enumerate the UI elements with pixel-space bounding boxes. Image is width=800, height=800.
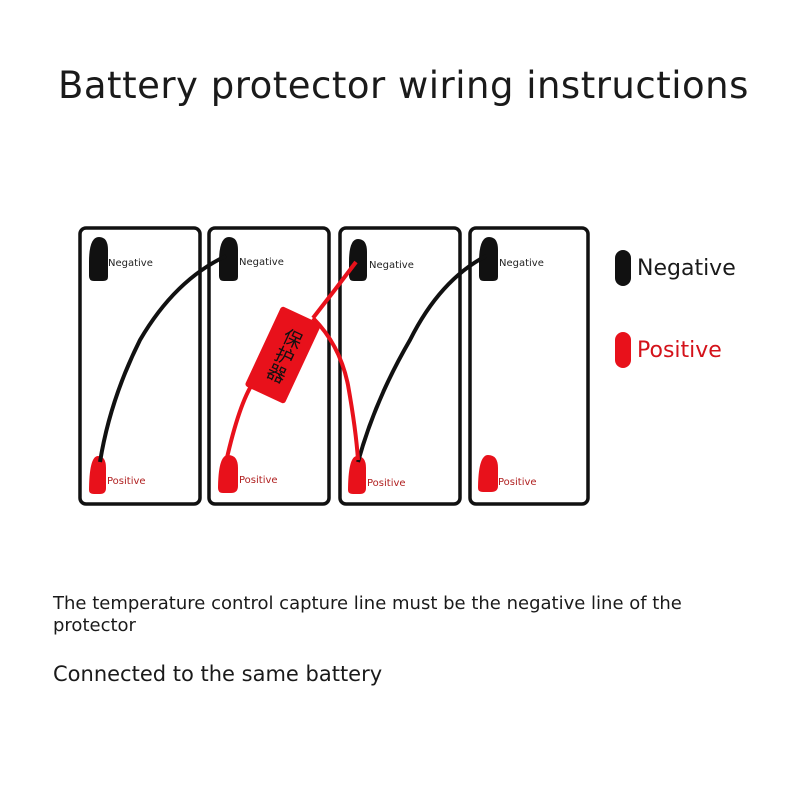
page-title: Battery protector wiring instructions xyxy=(58,64,749,107)
battery-3-negative-label: Negative xyxy=(369,260,414,271)
wire-negative-4-to-positive-3 xyxy=(356,254,487,463)
wire-protector-to-negative-3 xyxy=(311,260,358,320)
battery-3 xyxy=(338,226,462,506)
note-same-battery: Connected to the same battery xyxy=(53,662,383,686)
battery-1-positive-terminal xyxy=(89,456,106,494)
battery-2-positive-label: Positive xyxy=(239,475,278,486)
battery-4-negative-terminal xyxy=(479,237,498,281)
battery-1-negative-label: Negative xyxy=(108,258,153,269)
wire-protector-to-positive-3 xyxy=(311,316,360,461)
legend-positive-label: Positive xyxy=(637,337,722,363)
legend-negative-label: Negative xyxy=(637,255,736,281)
battery-4-positive-label: Positive xyxy=(498,477,537,488)
battery-3-negative-terminal xyxy=(349,239,367,281)
battery-2-negative-terminal xyxy=(219,237,238,281)
legend-positive: Positive xyxy=(615,332,722,368)
battery-3-positive-terminal xyxy=(348,456,366,494)
battery-2-positive-terminal xyxy=(218,455,238,493)
battery-4 xyxy=(468,226,590,506)
battery-4-negative-label: Negative xyxy=(499,258,544,269)
positive-swatch-icon xyxy=(615,332,631,368)
battery-4-positive-terminal xyxy=(478,455,498,492)
battery-1-positive-label: Positive xyxy=(107,476,146,487)
negative-swatch-icon xyxy=(615,250,631,286)
wire-negative-2-to-positive-1 xyxy=(98,254,227,463)
battery-1-negative-terminal xyxy=(89,237,108,281)
battery-3-positive-label: Positive xyxy=(367,478,406,489)
note-protector-line: The temperature control capture line mus… xyxy=(53,593,682,636)
legend-negative: Negative xyxy=(615,250,736,286)
battery-2-negative-label: Negative xyxy=(239,257,284,268)
